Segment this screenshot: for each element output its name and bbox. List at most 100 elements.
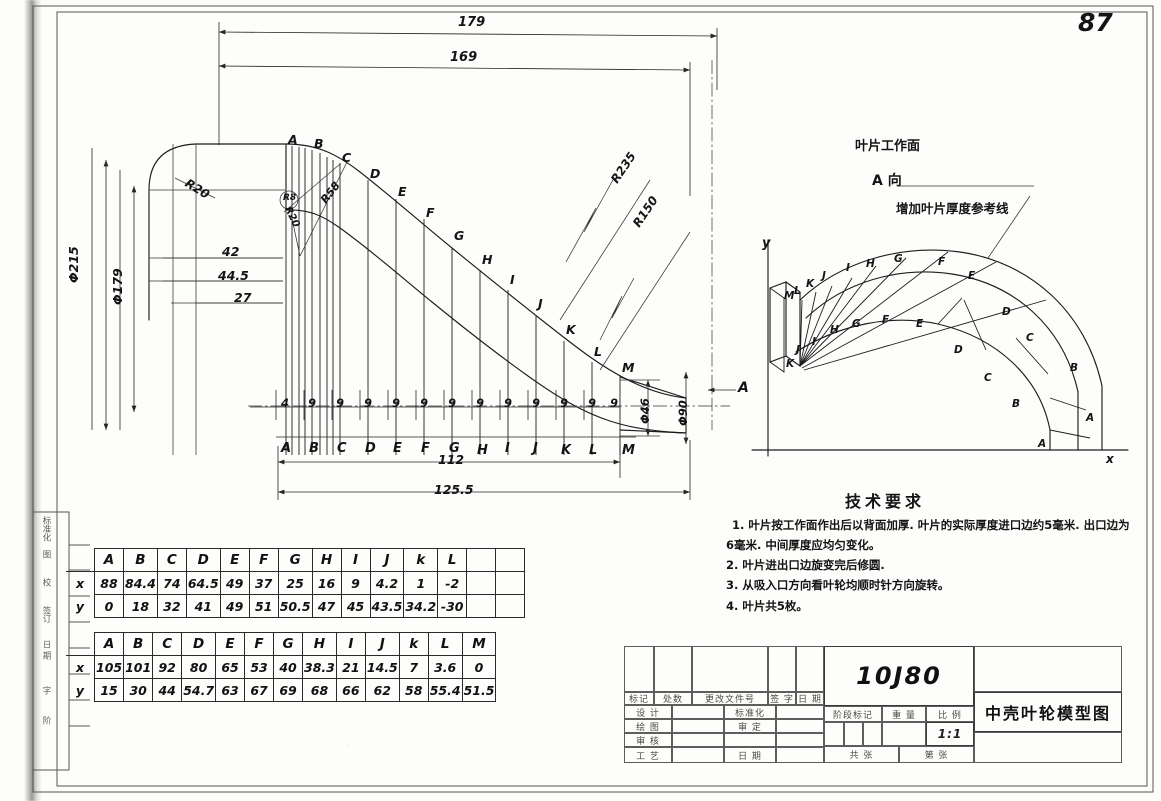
role-standardization: 标准化 [724,705,776,719]
table-column-header: E [219,548,250,572]
table-blank-cell [466,571,497,595]
table-cell: 0 [461,655,497,679]
role-drawing: 绘 图 [624,719,672,733]
table-column-header: J [369,548,405,572]
rev-col-5 [796,646,824,692]
radius-r8: R8 [283,193,297,203]
table-column-header: M [461,632,497,656]
dim-overall-169: 169 [450,50,478,65]
table-cell: 50.5 [277,594,313,618]
axis-x-label: x [1106,452,1114,466]
table-blank-cell [466,548,497,572]
rev-header-mark: 标记 [624,692,654,705]
table-cell: 41 [185,594,221,618]
role-process: 工 艺 [624,747,672,763]
note-blade-working-surface: 叶片工作面 [855,139,921,154]
table-cell: 30 [123,678,154,702]
role-drawing-value [672,719,724,733]
table-cell: -30 [437,594,468,618]
table-column-header: L [427,632,463,656]
drawing-title: 中壳叶轮模型图 [974,692,1122,732]
sheet-current: 第 张 [899,746,974,763]
rev-col-4 [768,646,796,692]
table-cell: 64.5 [185,571,221,595]
table-cell: 66 [335,678,366,702]
table-column-header: F [248,548,279,572]
table-cell: 68 [302,678,337,702]
requirement-item: 4. 叶片共5枚。 [726,598,808,613]
table-column-header: D [181,632,217,656]
role-approve: 审 定 [724,719,776,733]
title-cell-bottom [974,732,1122,763]
table-cell: 45 [340,594,371,618]
dim-diameter-90: Φ90 [676,400,690,426]
table-column-header: k [398,632,429,656]
scale-value: 1:1 [926,722,974,746]
scan-edge-shadow [24,0,42,801]
role-std-value [776,705,824,719]
table-cell: 105 [93,655,125,679]
table-blank-cell [495,548,526,572]
table-column-header: H [311,548,342,572]
table-cell: 53 [244,655,275,679]
note-view-a: A 向 [872,173,902,189]
rev-header-sign: 签 字 [768,692,796,705]
drawing-number: 10J80 [824,646,974,706]
dim-diameter-46: Φ46 [638,398,652,424]
table-corner [66,548,95,572]
table-cell: 65 [215,655,246,679]
section-arrow-label: A [738,380,749,396]
table-cell: 40 [273,655,304,679]
rev-header-count: 处数 [654,692,692,705]
table-cell: 44 [152,678,183,702]
title-block: 标记 处数 更改文件号 签 字 日 期 设 计 绘 图 审 核 工 艺 标准化 … [624,646,1122,766]
table-cell: 9 [340,571,371,595]
table-cell: -2 [437,571,468,595]
dim-offset-44-5: 44.5 [218,268,249,283]
axis-y-label: y [762,236,771,251]
dim-diameter-179: Φ179 [110,268,125,305]
table-cell: 7 [398,655,429,679]
table-cell: 14.5 [364,655,400,679]
table-cell: 32 [156,594,187,618]
role-blank-4 [776,733,824,747]
table-row-header: x [66,571,95,595]
dim-offset-27: 27 [234,290,252,305]
table-blank-cell [495,571,526,595]
dim-overall-179: 179 [458,15,486,30]
requirements-heading: 技术要求 [845,492,926,511]
table-cell: 4.2 [369,571,405,595]
sheet-total: 共 张 [824,746,899,763]
table-column-header: J [364,632,400,656]
table-cell: 84.4 [123,571,158,595]
table-cell: 88 [94,571,124,595]
table-blank-cell [466,594,497,618]
page-number: 87 [1078,8,1113,37]
requirement-item: 2. 叶片进出口边旋变完后修圆. [726,558,885,573]
table-cell: 1 [403,571,439,595]
role-approve-value [776,719,824,733]
rev-col-2 [654,646,692,692]
table-cell: 69 [273,678,304,702]
table-cell: 92 [152,655,183,679]
table-cell: 49 [219,571,250,595]
table-column-header: G [277,548,313,572]
stage-mark-header: 阶段标记 [824,706,882,722]
requirements-list: 1. 叶片按工作面作出后以背面加厚. 叶片的实际厚度进口边约5毫米. 出口边为6… [726,515,1136,616]
role-date: 日 期 [724,747,776,763]
table-cell: 51.5 [461,678,497,702]
table-column-header: D [185,548,221,572]
table-cell: 101 [123,655,154,679]
table-column-header: C [156,548,187,572]
role-check-value [672,733,724,747]
table-cell: 55.4 [427,678,463,702]
table-column-header: A [94,548,124,572]
table-cell: 58 [398,678,429,702]
table-cell: 62 [364,678,400,702]
